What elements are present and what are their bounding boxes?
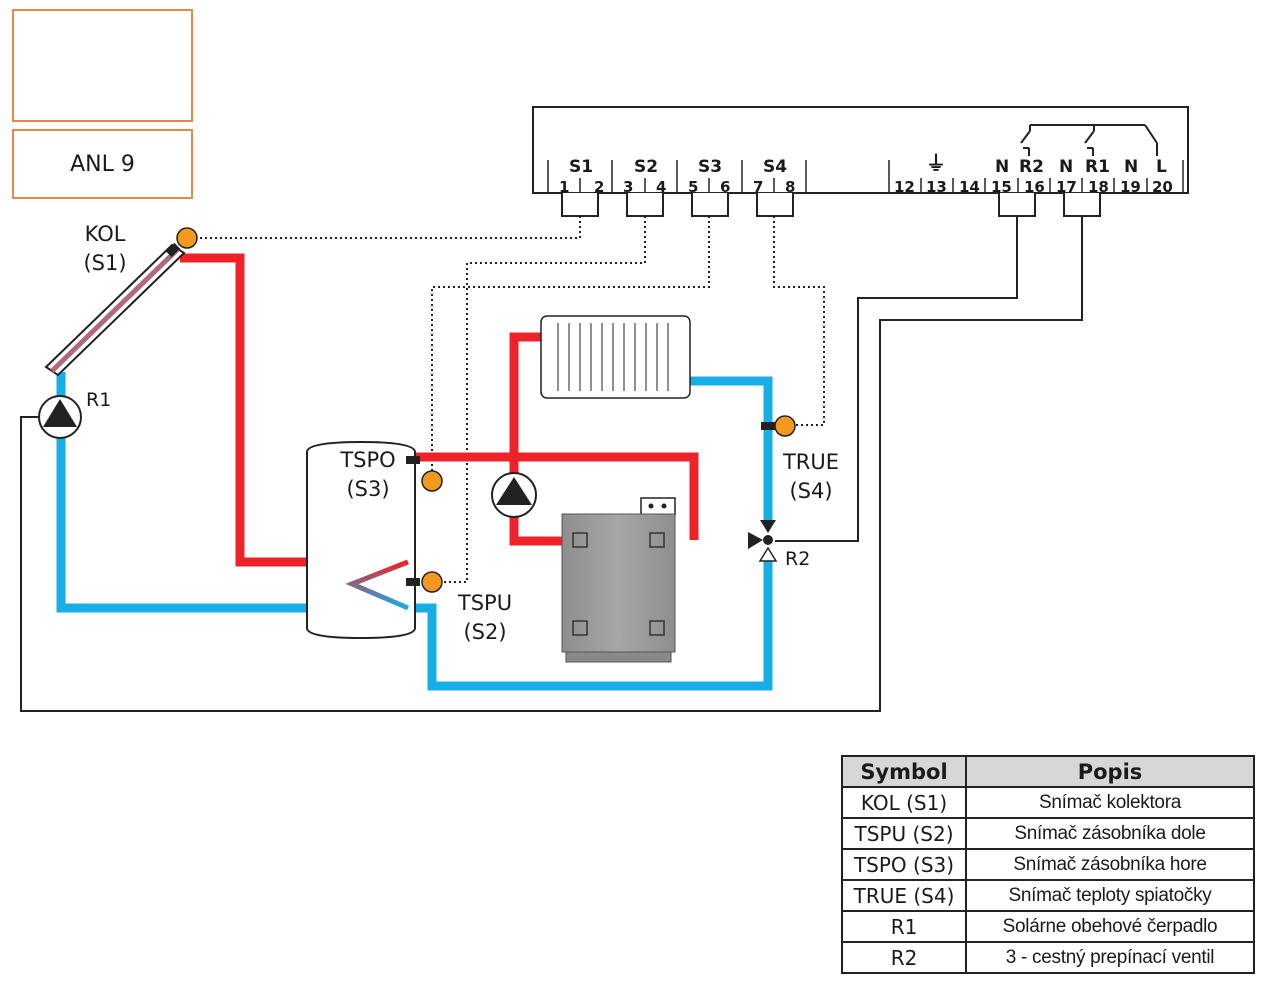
kol-code: (S1) [83, 251, 127, 275]
legend-row: KOL (S1) Snímač kolektora [841, 786, 1255, 819]
terminal-15: 15 [991, 178, 1012, 196]
terminal-16: 16 [1024, 178, 1045, 196]
tspu-code: (S2) [463, 620, 507, 644]
legend-description: 3 - cestný prepínací ventil [965, 941, 1255, 974]
storage-tank [306, 440, 443, 640]
legend-header-row: Symbol Popis [841, 755, 1255, 788]
terminal-18: 18 [1088, 178, 1109, 196]
terminal-7: 7 [753, 178, 764, 196]
group-s1: S1 [569, 157, 594, 177]
legend-symbol: TSPU (S2) [841, 817, 967, 850]
cold-pipes [56, 372, 773, 691]
tspo-code: (S3) [346, 477, 390, 501]
ground-icon: ⏚ [926, 151, 946, 175]
legend-row: TSPU (S2) Snímač zásobníka dole [841, 817, 1255, 850]
terminal-13: 13 [926, 178, 947, 196]
legend-symbol: R2 [841, 941, 967, 974]
tspo-label: TSPO [340, 448, 396, 472]
legend-symbol: R1 [841, 910, 967, 943]
r2-label: R2 [785, 548, 811, 570]
controller [532, 106, 1189, 217]
schema-thumbnail [12, 9, 193, 122]
legend-row: R1 Solárne obehové čerpadlo [841, 910, 1255, 943]
legend-header-symbol: Symbol [841, 755, 967, 788]
solar-collector [44, 227, 198, 377]
valve-r2 [748, 520, 778, 562]
relay-label-r1: R1 [1085, 157, 1110, 177]
terminal-6: 6 [720, 178, 731, 196]
relay-label-n2: N [1059, 157, 1074, 177]
legend-table: Symbol Popis KOL (S1) Snímač kolektora T… [841, 755, 1255, 974]
legend-description: Snímač kolektora [965, 786, 1255, 819]
r1-label: R1 [86, 389, 112, 411]
relay-label-n3: N [1124, 157, 1139, 177]
radiator [540, 315, 691, 399]
pump-r1 [38, 395, 82, 439]
model-label-box: ANL 9 [12, 129, 193, 199]
terminal-12: 12 [894, 178, 915, 196]
terminal-17: 17 [1056, 178, 1077, 196]
terminal-19: 19 [1120, 178, 1141, 196]
legend-header-description: Popis [965, 755, 1255, 788]
terminal-5: 5 [688, 178, 699, 196]
terminal-3: 3 [623, 178, 634, 196]
legend-description: Snímač teploty spiatočky [965, 879, 1255, 912]
relay-label-l: L [1156, 157, 1167, 177]
true-label: TRUE [782, 450, 840, 474]
legend-row: TSPO (S3) Snímač zásobníka hore [841, 848, 1255, 881]
relay-label-r2: R2 [1019, 157, 1044, 177]
terminal-14: 14 [959, 178, 980, 196]
legend-symbol: KOL (S1) [841, 786, 967, 819]
group-s4: S4 [763, 157, 788, 177]
group-s3: S3 [698, 157, 723, 177]
legend-symbol: TSPO (S3) [841, 848, 967, 881]
model-label: ANL 9 [70, 151, 135, 177]
legend-row: R2 3 - cestný prepínací ventil [841, 941, 1255, 974]
tspu-label: TSPU [457, 591, 513, 615]
legend-row: TRUE (S4) Snímač teploty spiatočky [841, 879, 1255, 912]
terminal-4: 4 [656, 178, 667, 196]
boiler [561, 497, 760, 663]
true-code: (S4) [789, 479, 833, 503]
legend-description: Solárne obehové čerpadlo [965, 910, 1255, 943]
terminal-8: 8 [785, 178, 796, 196]
pump-boiler [491, 472, 537, 518]
group-s2: S2 [634, 157, 659, 177]
kol-label: KOL [84, 222, 126, 246]
terminal-2: 2 [594, 178, 605, 196]
relay-label-n1: N [995, 157, 1010, 177]
sensor-true [761, 415, 796, 437]
terminal-1: 1 [559, 178, 570, 196]
sensor-wires [190, 216, 825, 583]
legend-symbol: TRUE (S4) [841, 879, 967, 912]
legend-description: Snímač zásobníka hore [965, 848, 1255, 881]
terminal-20: 20 [1152, 178, 1173, 196]
legend-description: Snímač zásobníka dole [965, 817, 1255, 850]
power-wires [20, 216, 1083, 712]
